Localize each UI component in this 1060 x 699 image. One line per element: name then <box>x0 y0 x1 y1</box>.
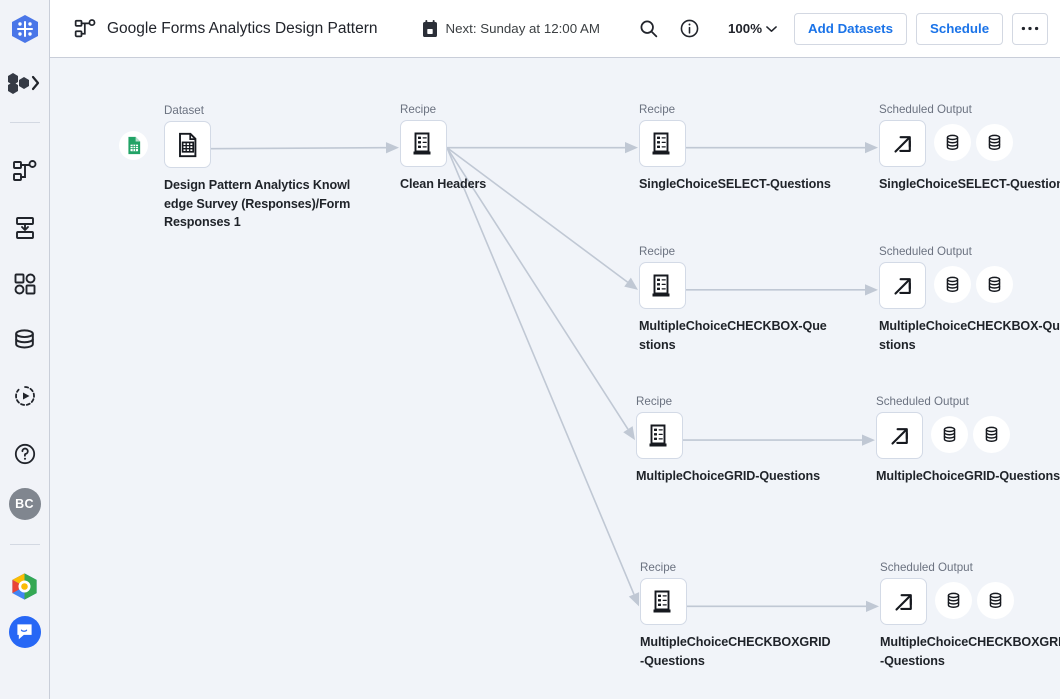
node-caption: Recipe <box>400 103 437 116</box>
flow-edge-arrowhead <box>385 142 399 154</box>
top-toolbar: Google Forms Analytics Design Pattern Ne… <box>50 0 1060 58</box>
node-recipe-icon[interactable] <box>640 578 687 625</box>
node-label: MultipleChoiceCHECKBOXGRID-Questions <box>640 635 831 668</box>
output-target-database-icon[interactable] <box>934 124 971 161</box>
node-label: MultipleChoiceGRID-Questions <box>636 469 821 483</box>
chevron-down-icon <box>766 25 777 33</box>
node-caption: Scheduled Output <box>879 103 972 116</box>
sidebar-item-apps[interactable] <box>8 267 42 301</box>
support-chat-icon[interactable] <box>8 616 41 648</box>
node-label: Clean Headers <box>400 177 487 191</box>
flow-edge-arrowhead <box>628 592 640 607</box>
zoom-level-value: 100% <box>728 21 763 36</box>
google-sheets-icon <box>119 131 148 160</box>
node-caption: Scheduled Output <box>876 395 969 408</box>
flow-edge <box>210 146 387 150</box>
node-dataset-table-icon[interactable] <box>119 121 211 168</box>
left-nav-rail: BC <box>0 0 50 699</box>
output-target-database-icon[interactable] <box>977 582 1014 619</box>
toolbar-actions: 100% Add Datasets Schedule <box>632 12 1049 45</box>
node-recipe-icon[interactable] <box>639 120 686 167</box>
flow-edge-arrowhead <box>624 277 638 290</box>
flow-edge <box>446 146 629 283</box>
output-target-database-icon[interactable] <box>934 266 971 303</box>
node-caption: Scheduled Output <box>880 561 973 574</box>
add-datasets-button[interactable]: Add Datasets <box>794 12 908 45</box>
flow-edge <box>446 147 635 595</box>
workspace-nodes-icon[interactable] <box>2 66 48 100</box>
node-caption: Recipe <box>639 245 676 258</box>
node-recipe-icon[interactable] <box>636 412 683 459</box>
node-scheduled-output-icon[interactable] <box>880 578 927 625</box>
rail-divider-bottom <box>9 544 40 545</box>
node-label: SingleChoiceSELECT-Questions <box>639 177 831 191</box>
sidebar-item-plans[interactable] <box>8 211 42 245</box>
node-scheduled-output-icon[interactable] <box>876 412 923 459</box>
node-caption: Scheduled Output <box>879 245 972 258</box>
flow-edge-arrowhead <box>865 142 878 154</box>
node-label: SingleChoiceSELECT-Questions <box>879 177 1060 191</box>
flow-edge-arrowhead <box>862 434 875 446</box>
sidebar-item-flows[interactable] <box>8 155 42 189</box>
flow-edge-arrowhead <box>625 142 638 154</box>
page-title: Google Forms Analytics Design Pattern <box>107 19 378 37</box>
schedule-next-run-text: Next: Sunday at 12:00 AM <box>445 21 601 36</box>
flow-edge-arrowhead <box>866 600 879 612</box>
sidebar-item-help[interactable] <box>8 437 42 471</box>
info-circle-icon[interactable] <box>673 13 705 45</box>
flow-edge-arrowhead <box>865 284 878 296</box>
search-icon[interactable] <box>632 13 664 45</box>
node-caption: Recipe <box>636 395 673 408</box>
app-logo-icon[interactable] <box>8 12 42 46</box>
output-target-database-icon[interactable] <box>973 416 1010 453</box>
calendar-icon <box>422 19 438 38</box>
flow-graph-icon <box>74 18 96 40</box>
user-avatar[interactable]: BC <box>8 488 41 520</box>
node-label: MultipleChoiceCHECKBOXGRID-Questions <box>880 635 1060 668</box>
node-recipe-icon[interactable] <box>400 120 447 167</box>
output-target-database-icon[interactable] <box>976 124 1013 161</box>
more-options-button[interactable] <box>1012 12 1049 45</box>
sidebar-item-jobs[interactable] <box>8 379 42 413</box>
schedule-status[interactable]: Next: Sunday at 12:00 AM <box>422 19 601 38</box>
flow-edge-arrowhead <box>623 426 635 441</box>
node-scheduled-output-icon[interactable] <box>879 262 926 309</box>
ellipsis-icon <box>1021 26 1039 31</box>
node-caption: Recipe <box>639 103 676 116</box>
node-caption: Recipe <box>640 561 677 574</box>
output-target-database-icon[interactable] <box>931 416 968 453</box>
node-label: MultipleChoiceGRID-Questions <box>876 469 1060 483</box>
zoom-level-button[interactable]: 100% <box>720 15 785 42</box>
output-target-database-icon[interactable] <box>976 266 1013 303</box>
sidebar-item-datasets[interactable] <box>8 323 42 357</box>
output-target-database-icon[interactable] <box>935 582 972 619</box>
rail-divider-top <box>9 122 40 123</box>
schedule-button[interactable]: Schedule <box>916 12 1004 45</box>
node-recipe-icon[interactable] <box>639 262 686 309</box>
node-caption: Dataset <box>164 104 204 117</box>
main-area: Google Forms Analytics Design Pattern Ne… <box>50 0 1060 699</box>
google-cloud-icon[interactable] <box>8 569 42 603</box>
node-scheduled-output-icon[interactable] <box>879 120 926 167</box>
